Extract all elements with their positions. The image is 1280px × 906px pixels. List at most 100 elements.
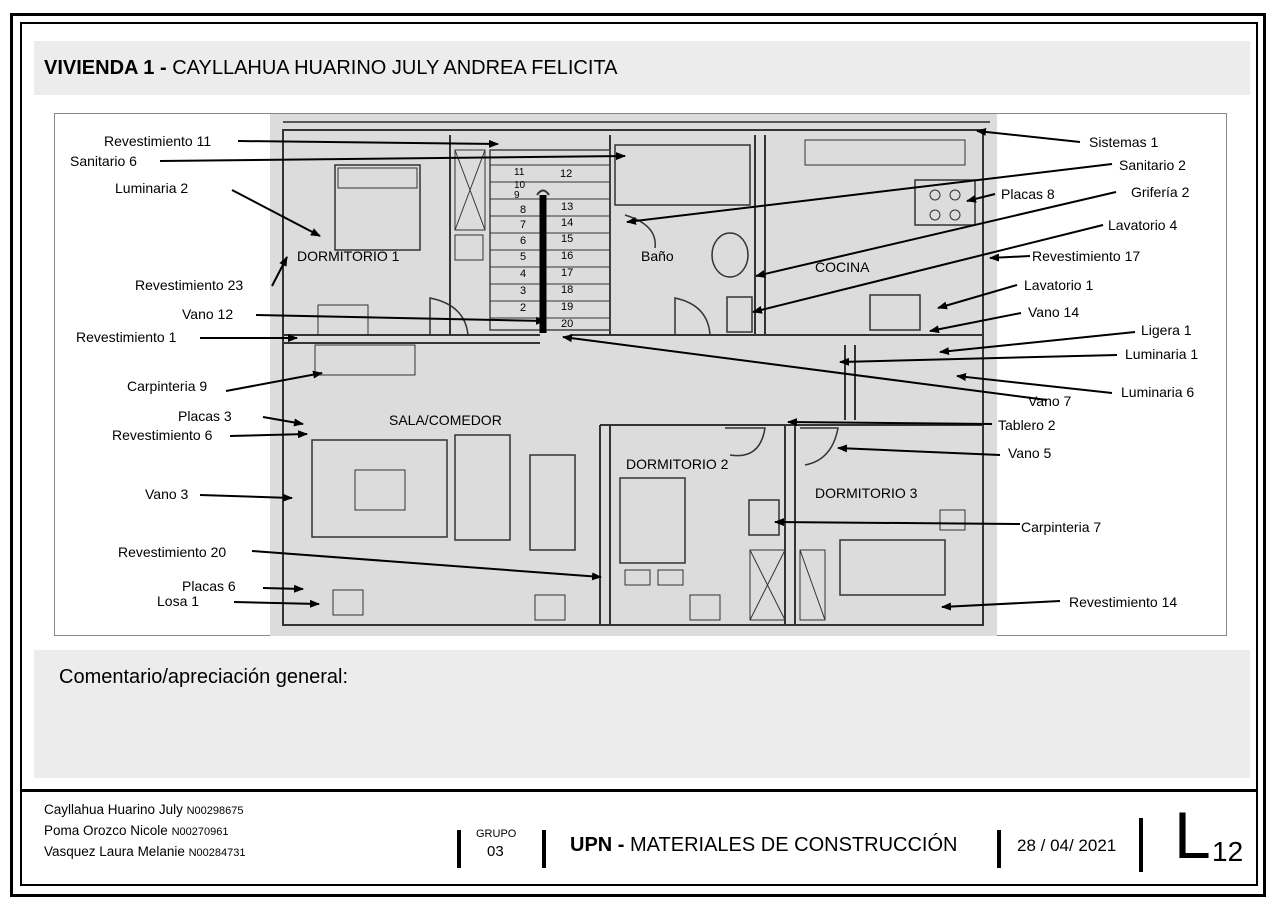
page-title: VIVIENDA 1 - CAYLLAHUA HUARINO JULY ANDR… [44,57,618,80]
label-luminaria-2: Luminaria 2 [115,180,189,196]
label-luminaria-1: Luminaria 1 [1125,346,1199,362]
label-ligera-1: Ligera 1 [1141,322,1192,338]
stair-number: 5 [520,251,527,263]
arrow-revestimiento-17 [989,253,1031,262]
room-dormitorio-1: DORMITORIO 1 [297,248,400,264]
comment-label: Comentario/apreciación general: [59,666,349,688]
stair-number: 9 [514,190,520,201]
label-luminaria-6: Luminaria 6 [1121,384,1195,400]
arrow-revestimiento-11 [237,139,499,148]
footer-separator [542,830,546,868]
arrow-vano-3 [199,493,293,502]
arrow-griferia-2 [755,191,1117,278]
inner-frame [20,22,1258,886]
room-dormitorio-2: DORMITORIO 2 [626,456,729,472]
title-bar [34,41,1250,95]
footer-separator [457,830,461,868]
label-revestimiento-6: Revestimiento 6 [112,427,213,443]
arrow-revestimiento-23 [271,256,288,287]
arrow-sanitario-2 [626,163,1113,225]
date: 28 / 04/ 2021 [1017,836,1117,855]
grupo-number: 03 [487,843,504,860]
author-code: N00284731 [188,847,246,859]
sheet-number: 12 [1212,836,1244,867]
stair-number: 15 [561,233,574,245]
arrow-luminaria-1 [839,354,1118,366]
label-vano-7: Vano 7 [1028,393,1072,409]
room-dormitorio-3: DORMITORIO 3 [815,485,918,501]
arrow-vano-5 [837,444,1001,456]
outer-frame [10,13,1266,897]
stair-number: 7 [520,219,527,231]
arrow-revestimiento-20 [251,550,602,581]
arrow-vano-12 [255,314,546,325]
arrow-placas-3 [262,416,304,427]
course-title: UPN - MATERIALES DE CONSTRUCCIÓN [570,834,957,857]
arrow-revestimiento-14 [941,600,1061,611]
author-name: Cayllahua Huarino July [44,802,183,817]
label-revestimiento-1: Revestimiento 1 [76,329,177,345]
label-vano-14: Vano 14 [1028,304,1080,320]
label-revestimiento-23: Revestimiento 23 [135,277,244,293]
label-tablero-2: Tablero 2 [998,417,1056,433]
stair-number: 14 [561,217,574,229]
label-sanitario-2: Sanitario 2 [1119,157,1186,173]
label-griferia-2: Grifería 2 [1131,184,1190,200]
arrow-lavatorio-1 [937,284,1018,310]
arrow-vano-7 [562,334,1048,401]
label-revestimiento-11: Revestimiento 11 [104,133,212,149]
course-bold: UPN - [570,834,625,856]
footer-separator [997,830,1001,868]
stair-number: 6 [520,235,527,247]
label-placas-8: Placas 8 [1001,186,1055,202]
author-row: Poma Orozco Nicole N00270961 [44,821,246,842]
label-revestimiento-17: Revestimiento 17 [1032,248,1141,264]
label-placas-6: Placas 6 [182,578,236,594]
stair-number: 19 [561,301,574,313]
arrow-vano-14 [929,312,1022,334]
author-name: Vasquez Laura Melanie [44,844,185,859]
grupo-label: GRUPO [476,828,517,840]
stair-number: 17 [561,267,574,279]
arrow-placas-8 [966,193,996,203]
label-revestimiento-14: Revestimiento 14 [1069,594,1178,610]
arrow-luminaria-6 [956,373,1113,394]
authors-block: Cayllahua Huarino July N00298675 Poma Or… [44,800,246,863]
label-losa-1: Losa 1 [157,593,200,609]
author-code: N00298675 [186,805,244,817]
stair-number: 3 [520,285,527,297]
arrow-ligera-1 [939,331,1136,356]
room-cocina: COCINA [815,259,870,275]
author-name: Poma Orozco Nicole [44,823,168,838]
stair-number: 10 [514,180,526,191]
arrow-sanitario-6 [159,152,626,162]
arrow-placas-6 [262,584,304,593]
room-bano: Baño [641,248,674,264]
title-bold: VIVIENDA 1 - [44,57,167,79]
room-sala-comedor: SALA/COMEDOR [389,412,502,428]
author-code: N00270961 [171,826,229,838]
arrow-luminaria-2 [231,189,321,237]
label-lavatorio-4: Lavatorio 4 [1108,217,1178,233]
stair-number: 8 [520,204,527,216]
label-sistemas-1: Sistemas 1 [1089,134,1159,150]
comment-area [34,650,1250,778]
label-carpinteria-7: Carpinteria 7 [1021,519,1102,535]
label-sanitario-6: Sanitario 6 [70,153,137,169]
author-row: Vasquez Laura Melanie N00284731 [44,842,246,863]
stair-number: 20 [561,318,574,330]
label-placas-3: Placas 3 [178,408,232,424]
footer-separator [1139,818,1143,872]
stair-number: 18 [561,284,574,296]
arrow-carpinteria-9 [225,370,323,392]
label-lavatorio-1: Lavatorio 1 [1024,277,1094,293]
label-carpinteria-9: Carpinteria 9 [127,378,208,394]
stair-number: 2 [520,302,527,314]
label-vano-5: Vano 5 [1008,445,1052,461]
label-vano-3: Vano 3 [145,486,189,502]
author-row: Cayllahua Huarino July N00298675 [44,800,246,821]
arrow-revestimiento-6 [229,430,308,439]
stair-number: 13 [561,201,574,213]
stair-number: 11 [514,167,525,178]
